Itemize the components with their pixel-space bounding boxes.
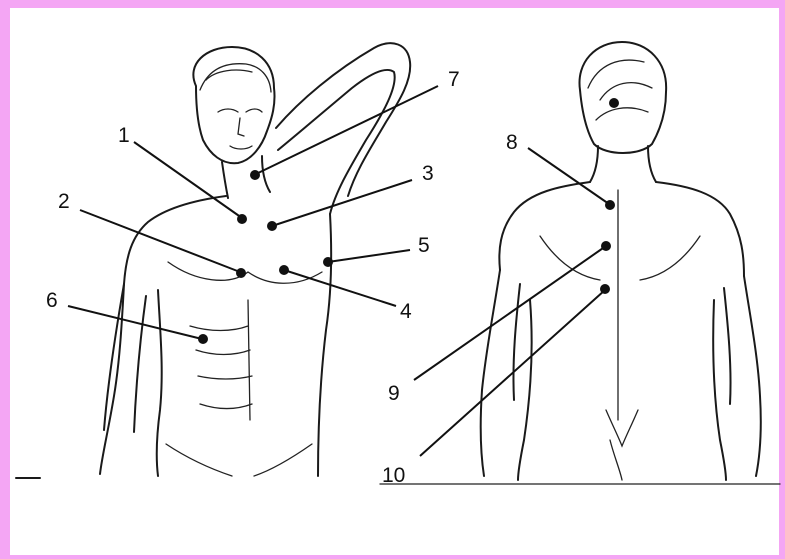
- back-torso-sides: [518, 300, 726, 480]
- front-left-shoulder: [124, 196, 226, 284]
- front-torso-left-inner: [157, 290, 162, 476]
- back-head-outline: [579, 42, 666, 153]
- point-marker-6: [198, 334, 208, 344]
- front-raised-arm: [276, 43, 410, 196]
- front-torso-right: [318, 214, 331, 476]
- callout-label-3: 3: [422, 162, 434, 185]
- callout-label-8: 8: [506, 131, 518, 154]
- leader-line-10: [420, 290, 605, 456]
- back-hair: [588, 60, 652, 120]
- back-figure: [481, 42, 761, 480]
- point-marker-1: [237, 214, 247, 224]
- point-marker-8: [605, 200, 615, 210]
- callout-label-2: 2: [58, 190, 70, 213]
- callout-label-4: 4: [400, 300, 412, 323]
- point-marker-7: [250, 170, 260, 180]
- back-shoulders: [499, 182, 744, 276]
- point-marker-9: [601, 241, 611, 251]
- callout-label-5: 5: [418, 234, 430, 257]
- leader-line-4: [284, 270, 396, 306]
- callout-label-10: 10: [382, 464, 405, 487]
- leader-line-9: [414, 246, 606, 380]
- front-torso-left: [100, 284, 124, 474]
- callout-label-9: 9: [388, 382, 400, 405]
- leader-line-1: [134, 142, 242, 218]
- callout-label-1: 1: [118, 124, 130, 147]
- callout-label-6: 6: [46, 289, 58, 312]
- front-hair: [200, 64, 271, 92]
- leader-line-3: [272, 180, 412, 226]
- leader-line-6: [68, 306, 202, 339]
- back-head-marker: [609, 98, 619, 108]
- front-figure: [100, 43, 410, 476]
- callout-label-7: 7: [448, 68, 460, 91]
- front-hips: [166, 444, 312, 476]
- leader-line-2: [80, 210, 240, 272]
- back-left-arm: [481, 270, 520, 476]
- point-marker-4: [279, 265, 289, 275]
- point-marker-10: [600, 284, 610, 294]
- front-right-arm: [104, 284, 146, 432]
- point-marker-5: [323, 257, 333, 267]
- point-marker-3: [267, 221, 277, 231]
- front-face: [218, 109, 262, 149]
- back-neck: [590, 146, 656, 182]
- back-scapulae: [540, 190, 700, 420]
- back-right-arm: [724, 276, 761, 476]
- leader-line-5: [328, 250, 410, 262]
- front-abs: [190, 300, 252, 420]
- back-buttocks: [606, 410, 638, 480]
- point-marker-2: [236, 268, 246, 278]
- leader-line-7: [256, 86, 438, 174]
